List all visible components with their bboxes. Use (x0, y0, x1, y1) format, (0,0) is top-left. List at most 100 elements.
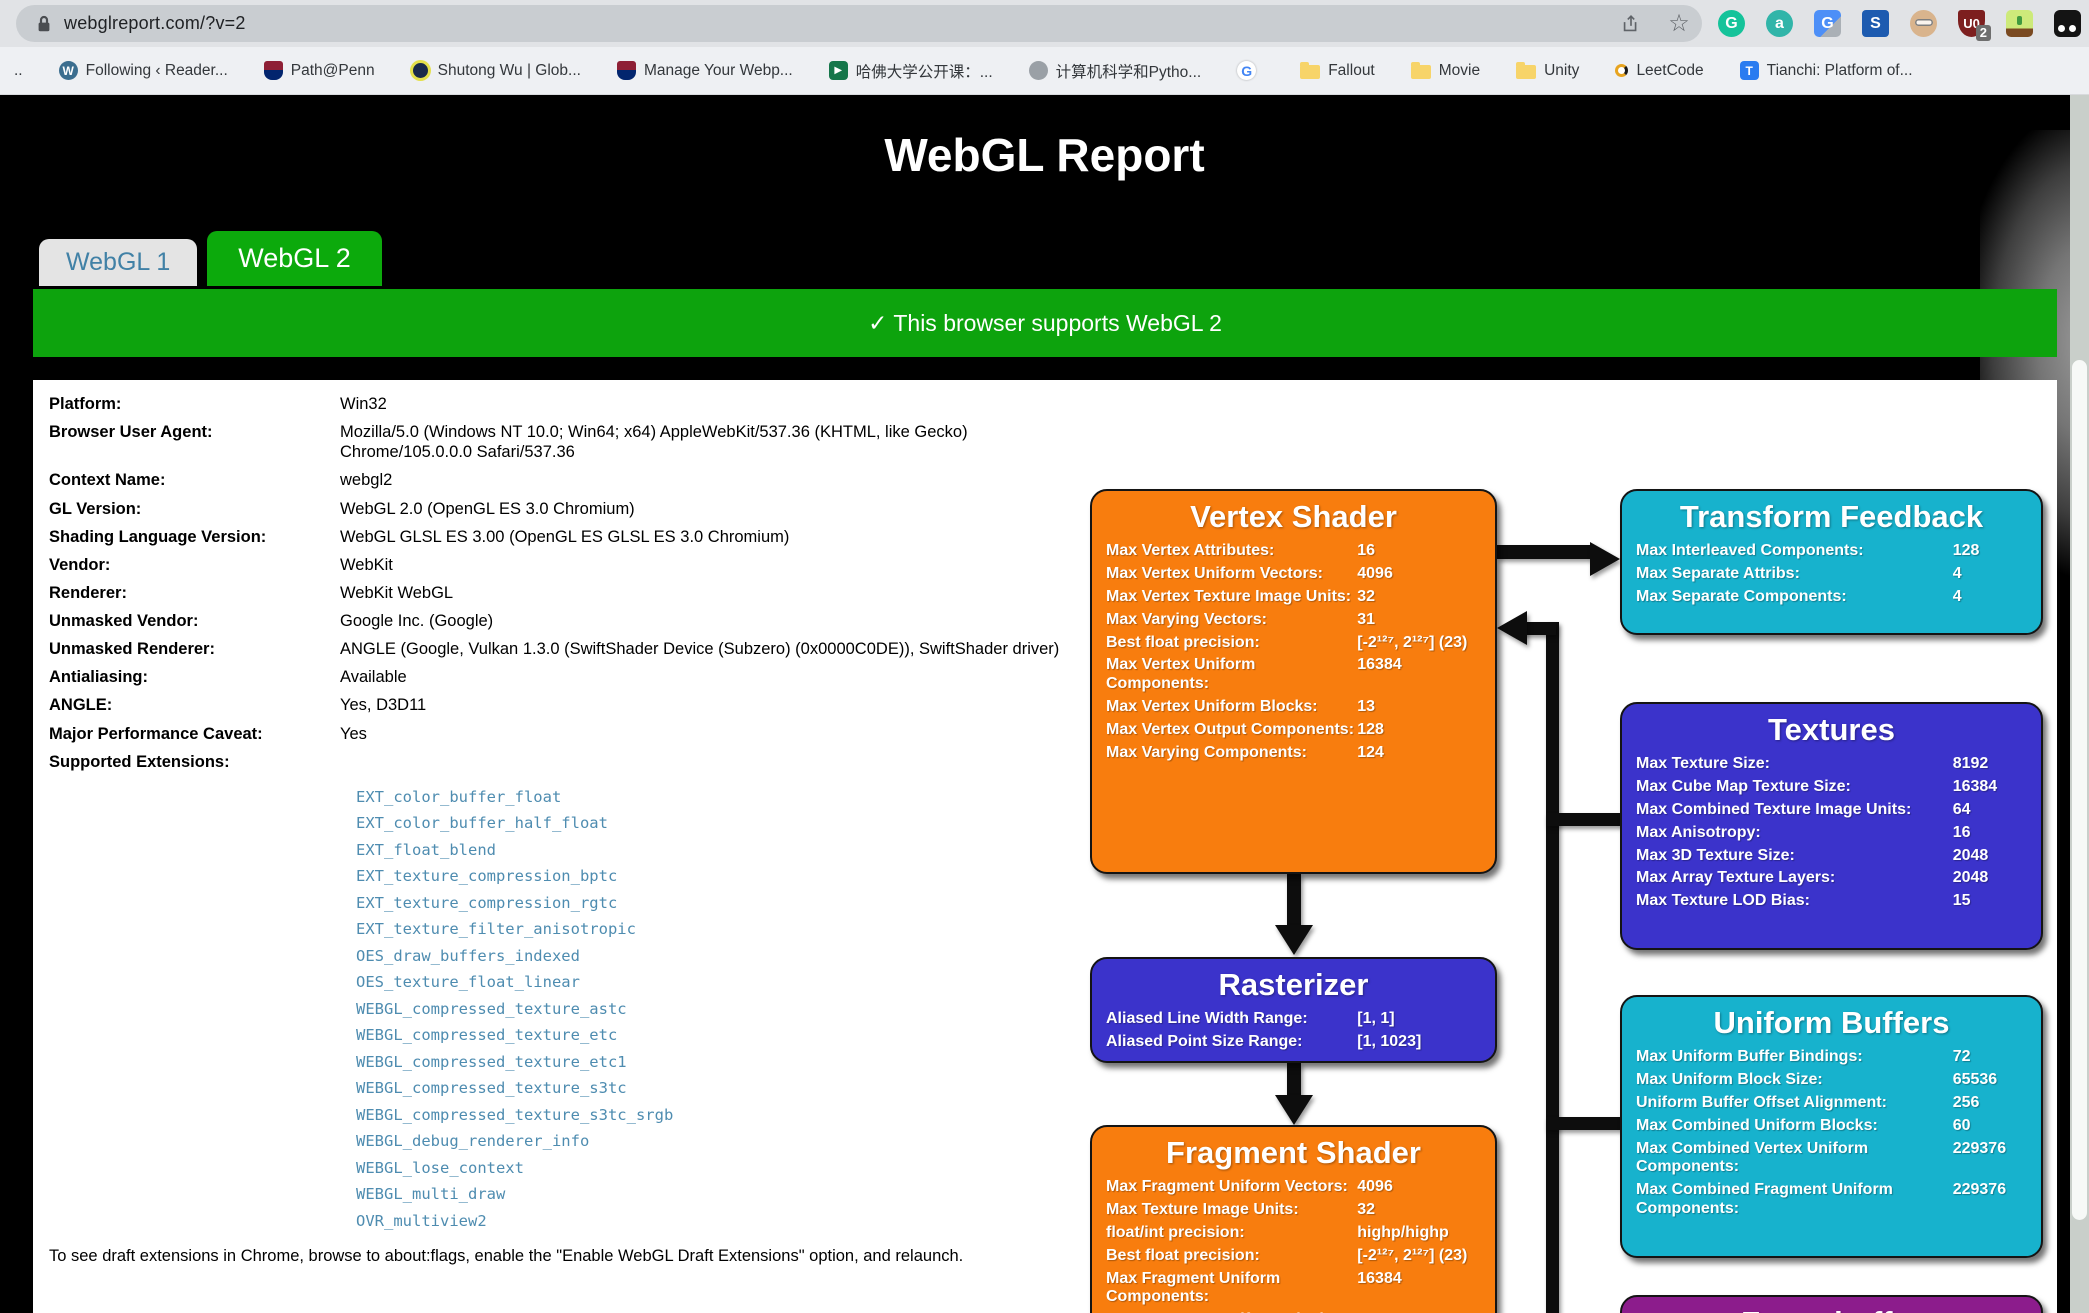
bookmark-item[interactable]: Unity (1516, 62, 1579, 80)
tab-webgl1[interactable]: WebGL 1 (39, 239, 198, 286)
diagram-row-value: 16384 (1357, 1269, 1402, 1287)
diagram-row-value: 256 (1952, 1093, 1980, 1111)
bookmark-item[interactable]: G (1237, 61, 1264, 80)
address-bar[interactable]: webglreport.com/?v=2 ☆ (16, 5, 1702, 42)
extra-extension-icon[interactable] (2054, 10, 2081, 37)
bookmark-item[interactable]: ▶ 哈佛大学公开课：... (828, 60, 993, 82)
bookmark-item[interactable]: Manage Your Webp... (616, 61, 793, 80)
url-text[interactable]: webglreport.com/?v=2 (64, 13, 246, 33)
info-label: Antialiasing: (49, 668, 149, 687)
info-value: Mozilla/5.0 (Windows NT 10.0; Win64; x64… (340, 423, 968, 462)
grammarly-icon-letter: G (1725, 14, 1738, 32)
scrollbar-thumb[interactable] (2072, 360, 2087, 1220)
bookmark-label: Movie (1438, 61, 1481, 79)
diagram-row-label: Max Uniform Buffer Bindings: (1636, 1048, 1863, 1065)
bookmark-label: LeetCode (1636, 61, 1704, 79)
diagram-row-label: Max Vertex Output Components: (1106, 721, 1355, 738)
diagram-row: Max Varying Components:124 (1106, 744, 1481, 763)
forest-icon[interactable] (2006, 10, 2033, 37)
page-scrollbar[interactable] (2070, 95, 2089, 1313)
diagram-row-label: Max Vertex Uniform Components: (1106, 656, 1256, 693)
diagram-row-label: Max Cube Map Texture Size: (1636, 777, 1851, 795)
diagram-row-value: 128 (1952, 542, 1980, 559)
bookmark-item[interactable]: Path@Penn (263, 61, 375, 80)
bookmark-item[interactable]: 计算机科学和Pytho... (1028, 60, 1202, 82)
extension-item: EXT_float_blend (356, 840, 496, 859)
info-label: Platform: (49, 395, 122, 413)
share-icon[interactable] (1618, 11, 1644, 37)
tab-webgl2[interactable]: WebGL 2 (207, 231, 382, 286)
bookmark-item[interactable]: Movie (1410, 61, 1481, 80)
avatar-icon[interactable] (1910, 10, 1937, 37)
draft-extensions-note: To see draft extensions in Chrome, brows… (49, 1247, 964, 1266)
diagram-row: Max Uniform Block Size:65536 (1636, 1071, 2027, 1090)
diagram-row-label: Aliased Point Size Range: (1106, 1032, 1303, 1050)
extension-item: WEBGL_multi_draw (356, 1185, 506, 1204)
diagram-row-value: 31 (1357, 610, 1376, 628)
diagram-row-label: Max Combined Fragment Uniform Components… (1636, 1181, 1893, 1218)
diagram-row: Max Combined Fragment Uniform Components… (1636, 1181, 2027, 1219)
bookmark-item[interactable]: LeetCode (1615, 61, 1704, 80)
diagram-row-value: 72 (1952, 1048, 1971, 1065)
diagram-row-value: 128 (1357, 721, 1384, 738)
diagram-row: Max Combined Texture Image Units:64 (1636, 801, 2027, 820)
arrow-into-vertex-shader (1520, 622, 1556, 635)
arrow-branch-textures (1546, 813, 1624, 826)
diagram-row-label: Max Separate Components: (1636, 587, 1847, 605)
extension-item: EXT_texture_compression_rgtc (356, 893, 618, 912)
amazon-assistant-icon[interactable]: a (1766, 10, 1793, 37)
diagram-row-value: 4 (1952, 587, 1962, 605)
diagram-row-label: Max Vertex Uniform Blocks: (1106, 698, 1318, 716)
info-label: Shading Language Version: (49, 527, 267, 546)
penn-shield-favicon-icon (263, 61, 283, 80)
diagram-row: Max Fragment Uniform Blocks:13 (1106, 1311, 1481, 1313)
diagram-row: Max Combined Uniform Blocks:60 (1636, 1117, 2027, 1136)
diagram-row: Max Separate Attribs:4 (1636, 565, 2027, 584)
bookmark-star-icon[interactable]: ☆ (1668, 9, 1690, 37)
diagram-row-label: Max Interleaved Components: (1636, 542, 1864, 559)
bookmark-label: 计算机科学和Pytho... (1055, 63, 1202, 81)
diagram-row-value: 64 (1952, 800, 1971, 818)
info-value: WebGL 2.0 (OpenGL ES 3.0 Chromium) (340, 499, 635, 518)
grammarly-icon[interactable]: G (1718, 10, 1745, 37)
bookmark-item[interactable]: Shutong Wu | Glob... (411, 62, 581, 80)
diagram-row-value: 60 (1952, 1116, 1971, 1134)
support-banner: ✓ This browser supports WebGL 2 (33, 289, 2057, 357)
lock-icon[interactable] (36, 14, 52, 34)
info-value: WebKit (340, 555, 393, 574)
semantic-scholar-icon[interactable]: S (1862, 10, 1889, 37)
extension-item: EXT_texture_filter_anisotropic (356, 920, 636, 939)
google-translate-icon[interactable]: G (1814, 10, 1841, 37)
bookmark-item[interactable]: .. (6, 61, 23, 80)
google-translate-icon-letter: G (1821, 14, 1834, 32)
diagram-row-label: float/int precision: (1106, 1223, 1245, 1241)
diagram-row-value: highp/highp (1357, 1223, 1449, 1241)
extension-item: WEBGL_lose_context (356, 1158, 524, 1177)
info-value: WebKit WebGL (340, 583, 454, 602)
bookmark-label: 哈佛大学公开课：... (855, 63, 993, 81)
diagram-row: Max Fragment Uniform Vectors:4096 (1106, 1178, 1481, 1197)
diagram-row: Best float precision:[-2¹²⁷, 2¹²⁷] (23) (1106, 1247, 1481, 1266)
diagram-row-label: Max Fragment Uniform Components: (1106, 1269, 1281, 1306)
info-label: Context Name: (49, 471, 166, 490)
diagram-row-value: 16384 (1952, 777, 1998, 795)
diagram-row: Max Vertex Uniform Vectors:4096 (1106, 565, 1481, 584)
play-green-favicon-icon: ▶ (828, 61, 848, 80)
bookmark-item[interactable]: Fallout (1300, 62, 1375, 80)
diagram-row-label: Max Array Texture Layers: (1636, 869, 1836, 887)
diagram-row-value: 32 (1357, 1200, 1376, 1218)
diagram-row: Max Texture Image Units:32 (1106, 1201, 1481, 1220)
penn-shield-favicon-icon (616, 61, 636, 80)
info-value: Yes (340, 724, 367, 743)
info-value: ANGLE (Google, Vulkan 1.3.0 (SwiftShader… (340, 640, 1060, 659)
